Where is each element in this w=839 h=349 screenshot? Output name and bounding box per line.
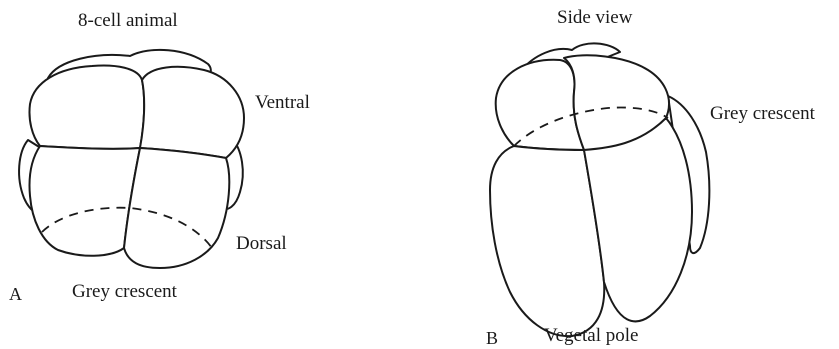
panel-a-drawing (19, 50, 244, 268)
cell-vegetal-left-b (490, 146, 604, 336)
cell-lower-right (124, 148, 229, 268)
panel-letter-b: B (486, 329, 498, 347)
label-dorsal: Dorsal (236, 234, 287, 253)
panel-letter-a: A (9, 285, 22, 303)
label-ventral: Ventral (255, 93, 310, 112)
cell-top-left-b (496, 60, 584, 150)
label-8-cell-animal: 8-cell animal (78, 11, 178, 30)
panel-b-drawing (490, 43, 709, 336)
cell-upper-left (29, 66, 144, 149)
label-grey-crescent-b: Grey crescent (710, 104, 815, 123)
cell-lower-left (29, 146, 140, 256)
label-grey-crescent-a: Grey crescent (72, 282, 177, 301)
label-side-view: Side view (557, 8, 632, 27)
label-vegetal-pole: Vegetal pole (544, 326, 638, 345)
cell-upper-right (140, 67, 244, 158)
